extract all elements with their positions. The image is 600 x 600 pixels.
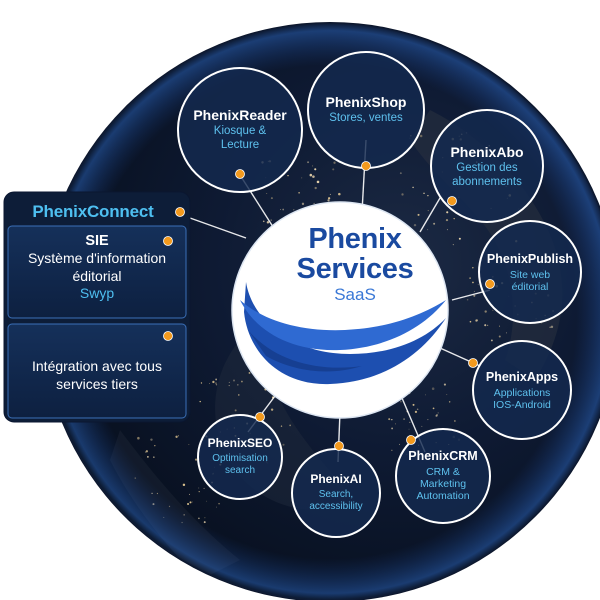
node-description: CRM & Marketing Automation xyxy=(416,466,469,503)
node-description: Stores, ventes xyxy=(329,112,403,126)
sie-title: SIE xyxy=(85,233,109,249)
node-phenix-publish[interactable]: PhenixPublish Site web éditorial xyxy=(480,236,580,310)
node-title: PhenixShop xyxy=(325,94,407,111)
node-desc-line: éditorial xyxy=(511,281,549,294)
phenix-connect-title[interactable]: PhenixConnect xyxy=(32,202,154,221)
node-desc-line: Optimisation xyxy=(212,453,268,465)
node-desc-line: Automation xyxy=(416,490,470,503)
node-phenix-apps[interactable]: PhenixApps Applications IOS-Android xyxy=(474,354,570,428)
center-title-line2: Services xyxy=(296,253,414,286)
sie-swyp: Swyp xyxy=(79,285,115,302)
node-title: PhenixAbo xyxy=(450,144,524,161)
node-description: Gestion des abonnements xyxy=(452,162,522,189)
node-title: PhenixPublish xyxy=(486,252,574,267)
node-phenix-seo[interactable]: PhenixSEO Optimisation search xyxy=(200,424,280,490)
node-phenix-shop[interactable]: PhenixShop Stores, ventes xyxy=(307,75,425,145)
center-subtitle: SaaS xyxy=(334,285,376,305)
node-description: Kiosque & Lecture xyxy=(214,125,266,152)
sie-line2: éditorial xyxy=(72,267,122,284)
phenix-connect-panel xyxy=(3,191,191,423)
node-desc-line: Site web xyxy=(509,268,551,281)
node-desc-line: Kiosque & xyxy=(213,125,267,138)
integration-panel[interactable]: Intégration avec tous services tiers xyxy=(12,358,182,393)
integration-line2: services tiers xyxy=(56,375,138,392)
sie-line1: Système d'information xyxy=(27,250,167,267)
node-title: PhenixReader xyxy=(193,107,287,124)
node-phenix-reader[interactable]: PhenixReader Kiosque & Lecture xyxy=(178,90,302,170)
center-title-line1: Phenix xyxy=(308,223,402,255)
integration-line1: Intégration avec tous xyxy=(32,358,162,374)
node-description: Site web éditorial xyxy=(510,269,550,294)
node-desc-line: abonnements xyxy=(452,176,522,189)
node-desc-line: Stores, ventes xyxy=(329,112,403,125)
node-phenix-ai[interactable]: PhenixAI Search, accessibility xyxy=(293,460,379,526)
node-phenix-crm[interactable]: PhenixCRM CRM & Marketing Automation xyxy=(397,436,489,516)
node-desc-line: accessibility xyxy=(309,500,363,512)
node-title: PhenixAI xyxy=(310,472,362,487)
node-description: Optimisation search xyxy=(212,453,268,477)
node-desc-line: Marketing xyxy=(419,478,467,490)
node-desc-line: Gestion des xyxy=(456,162,518,175)
service-node-circles xyxy=(177,51,582,538)
node-description: Applications IOS-Android xyxy=(493,387,551,412)
node-title: PhenixCRM xyxy=(408,449,478,464)
connector-dots xyxy=(163,161,495,451)
node-description: Search, accessibility xyxy=(309,489,362,513)
center-title: Phenix Services xyxy=(280,224,430,284)
node-desc-line: IOS-Android xyxy=(493,399,551,412)
phenix-logo-wing xyxy=(240,282,446,385)
node-desc-line: Applications xyxy=(493,386,551,399)
node-desc-line: search xyxy=(224,464,255,476)
node-phenix-abo[interactable]: PhenixAbo Gestion des abonnements xyxy=(428,134,546,200)
node-desc-line: CRM & xyxy=(426,465,460,478)
node-title: PhenixApps xyxy=(485,370,559,385)
node-title: PhenixSEO xyxy=(207,436,273,451)
node-desc-line: Search, xyxy=(318,489,354,501)
phenix-services-center[interactable]: Phenix Services SaaS xyxy=(280,224,430,305)
sie-panel[interactable]: SIE Système d'information éditorial Swyp xyxy=(12,232,182,303)
node-desc-line: Lecture xyxy=(220,139,260,152)
